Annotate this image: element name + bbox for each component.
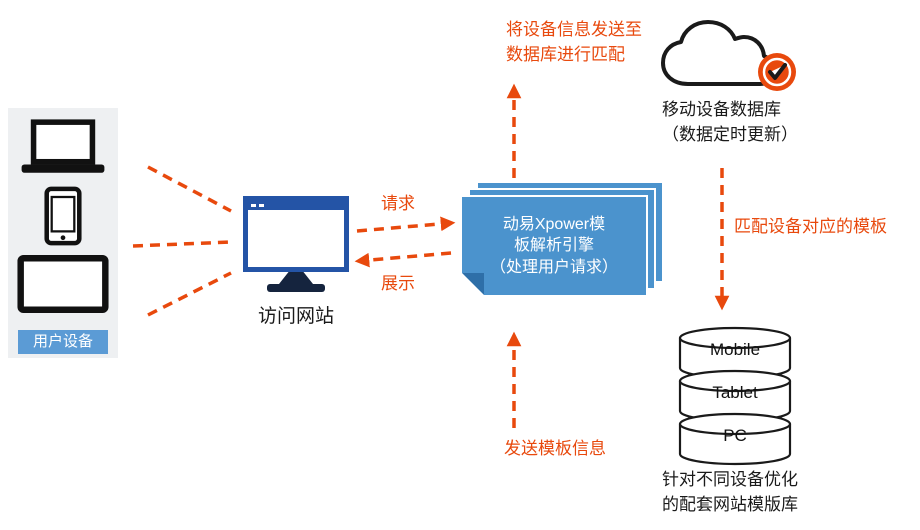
database-stack-icon <box>678 326 792 466</box>
check-badge-icon <box>758 53 796 91</box>
monitor-titlebar <box>248 201 344 210</box>
send-device-info-label: 将设备信息发送至 数据库进行匹配 <box>506 20 642 64</box>
window-dot-icon <box>251 204 256 207</box>
match-template-label: 匹配设备对应的模板 <box>734 217 887 236</box>
template-db-node: Mobile Tablet PC 针对不同设备优化 的配套网站模版库 <box>662 326 798 514</box>
cloud-db-node: 移动设备数据库 （数据定时更新） <box>658 16 828 144</box>
display-arrow <box>354 251 452 268</box>
display-label: 展示 <box>381 274 415 293</box>
request-label: 请求 <box>381 194 415 213</box>
monitor-stand <box>279 272 313 284</box>
user-devices-label: 用户设备 <box>18 330 108 354</box>
db-tier-mobile: Mobile <box>709 340 761 359</box>
tablet-icon <box>44 186 82 246</box>
tv-icon <box>17 255 109 313</box>
website-node: 访问网站 <box>240 196 352 328</box>
devices-to-site-line-1 <box>147 165 232 213</box>
laptop-icon <box>21 119 105 173</box>
engine-node: 动易Xpower模 板解析引擎 （处理用户请求） <box>460 181 668 303</box>
website-label: 访问网站 <box>257 306 334 327</box>
cloud-db-label: 移动设备数据库 （数据定时更新） <box>662 100 798 144</box>
engine-label: 动易Xpower模 板解析引擎 （处理用户请求） <box>489 216 618 276</box>
devices-to-site-line-2 <box>132 240 232 248</box>
db-tier-tablet: Tablet <box>712 383 758 402</box>
monitor-icon <box>243 196 349 272</box>
template-db-caption: 针对不同设备优化 的配套网站模版库 <box>662 470 798 514</box>
monitor-base <box>267 284 325 292</box>
devices-to-site-line-3 <box>147 271 232 317</box>
cloud-icon <box>661 20 796 91</box>
send-template-label: 发送模板信息 <box>504 439 606 458</box>
user-devices-panel: 用户设备 <box>8 108 118 358</box>
request-arrow <box>356 216 456 233</box>
db-tier-pc: PC <box>723 426 747 445</box>
engine-page-front: 动易Xpower模 板解析引擎 （处理用户请求） <box>460 195 648 297</box>
window-dot-icon <box>259 204 264 207</box>
